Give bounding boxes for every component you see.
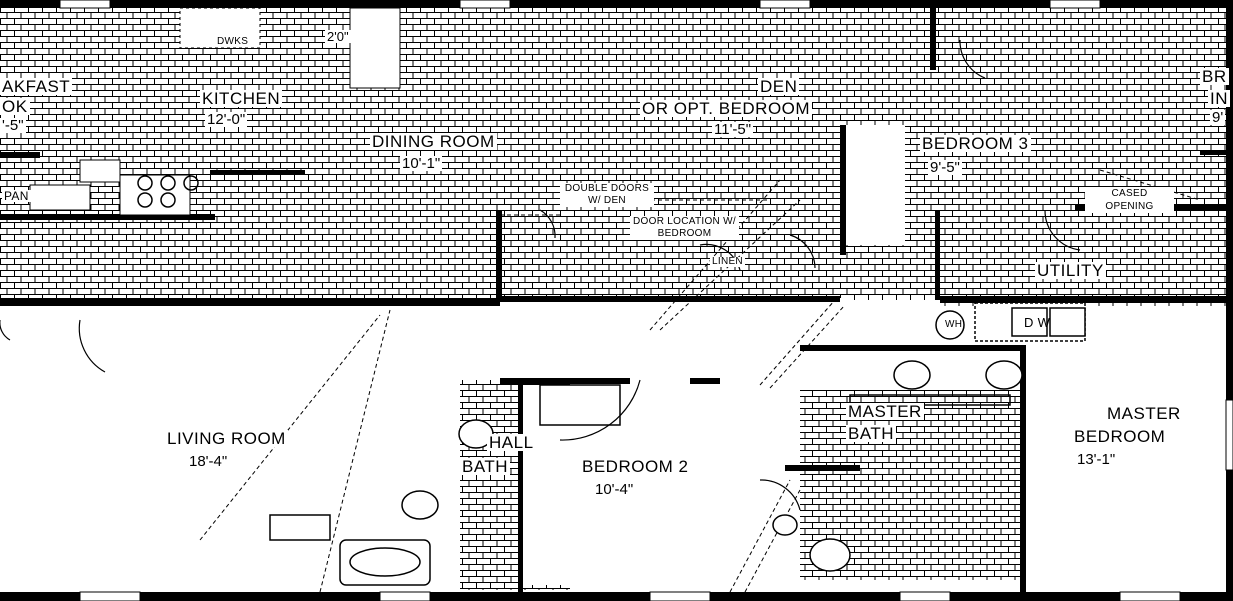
room-label-bedroom4-2: IN — [1208, 89, 1230, 108]
note-washer-dryer: D W — [1024, 315, 1051, 330]
room-dim-master-bedroom: 13'-1" — [1075, 451, 1118, 468]
room-label-kitchen: KITCHEN — [200, 89, 283, 108]
room-dim-kitchen: 12'-0" — [205, 111, 248, 128]
wall-utility-left — [935, 210, 940, 300]
wall-mbath-top — [800, 345, 1026, 351]
room-label-utility: UTILITY — [1035, 261, 1106, 280]
window-top-4 — [1049, 0, 1101, 9]
room-label-dining: DINING ROOM — [370, 132, 497, 151]
bedroom2-floor — [520, 385, 790, 585]
wall-kitchen-left — [0, 152, 40, 158]
hall-bath-fixtures — [269, 384, 621, 586]
master-bath-fixtures — [772, 360, 1023, 572]
note-dwks: DWKS — [215, 36, 251, 47]
wall-kitchen-counter — [210, 170, 305, 175]
master-bedroom-floor — [1020, 345, 1230, 585]
room-label-master-bedroom-1: MASTER — [1105, 404, 1183, 423]
note-pantry: PAN — [2, 189, 31, 203]
window-bottom-2 — [379, 591, 431, 601]
room-label-bedroom2: BEDROOM 2 — [580, 457, 691, 476]
room-label-master-bath-2: BATH — [846, 424, 897, 443]
wall-mbath-right — [1020, 345, 1026, 592]
wall-closet-right — [1200, 150, 1226, 155]
room-label-bedroom3: BEDROOM 3 — [920, 134, 1031, 153]
wall-den-right — [840, 125, 846, 255]
wall-pantry-bottom — [0, 214, 215, 220]
room-dim-dining: 10'-1" — [400, 155, 443, 172]
room-dim-bedroom4: 9' — [1210, 109, 1226, 126]
hallway-floor — [640, 300, 940, 380]
note-top-dim: 2'0" — [325, 29, 351, 44]
cooktop-burners — [137, 175, 199, 208]
room-label-hall-bath-2: BATH — [460, 457, 511, 476]
note-double-doors: DOUBLE DOORS W/ DEN — [560, 183, 654, 207]
wall-bedroom2-top — [690, 378, 720, 384]
kitchen-sink — [119, 174, 191, 216]
door-swings — [0, 39, 1081, 511]
wall-living-top — [0, 298, 500, 306]
room-label-breakfast-nook-2: OK — [0, 97, 30, 116]
room-dim-living: 18'-4" — [187, 453, 230, 470]
cabinet-run — [79, 159, 121, 183]
note-water-heater: WH — [945, 319, 963, 330]
window-top-3 — [759, 0, 811, 9]
room-label-breakfast-nook-1: AKFAST — [0, 77, 73, 96]
wall-bedroom3-left — [930, 0, 936, 70]
wall-mbath-mid — [785, 465, 860, 471]
room-label-den-1: DEN — [758, 77, 800, 96]
wall-dining-den — [496, 210, 502, 302]
wall-right-lower — [1226, 210, 1233, 300]
room-dim-bedroom3: 9'-5" — [928, 159, 962, 176]
window-top-2 — [459, 0, 511, 9]
wall-bottom — [0, 592, 1233, 601]
note-door-location: DOOR LOCATION W/ BEDROOM — [630, 216, 739, 240]
utility-appliances — [935, 302, 1086, 342]
room-label-den-2: OR OPT. BEDROOM — [640, 99, 813, 118]
refrigerator — [349, 7, 401, 89]
room-label-bedroom4-1: BR — [1200, 67, 1229, 86]
pantry-shelf — [29, 184, 91, 211]
room-label-hall-bath-1: HALL — [487, 433, 536, 452]
room-label-living: LIVING ROOM — [165, 429, 288, 448]
wall-bath-divider — [518, 380, 523, 592]
tile-floor-top — [0, 8, 1230, 298]
room-dim-bedroom2: 10'-4" — [593, 481, 636, 498]
note-linen: LINEN — [710, 256, 745, 267]
wall-top — [0, 0, 1233, 8]
note-cased-opening: CASED OPENING — [1085, 187, 1174, 213]
window-bottom-1 — [79, 591, 141, 601]
wall-hall-bath-top — [500, 378, 630, 384]
room-dim-den: 11'-5" — [712, 121, 754, 138]
wall-right — [1226, 0, 1233, 601]
wall-utility-bottom — [940, 296, 1226, 303]
window-bottom-3 — [649, 591, 711, 601]
room-label-master-bedroom-2: BEDROOM — [1072, 427, 1168, 446]
wall-hall-upper — [500, 296, 840, 302]
den-right-floor — [845, 125, 905, 245]
room-dim-breakfast-nook: '-5" — [0, 117, 26, 134]
window-bottom-4 — [899, 591, 951, 601]
room-label-master-bath-1: MASTER — [846, 402, 924, 421]
window-bottom-5 — [1119, 591, 1181, 601]
window-right — [1225, 399, 1233, 471]
window-top-1 — [59, 0, 111, 9]
